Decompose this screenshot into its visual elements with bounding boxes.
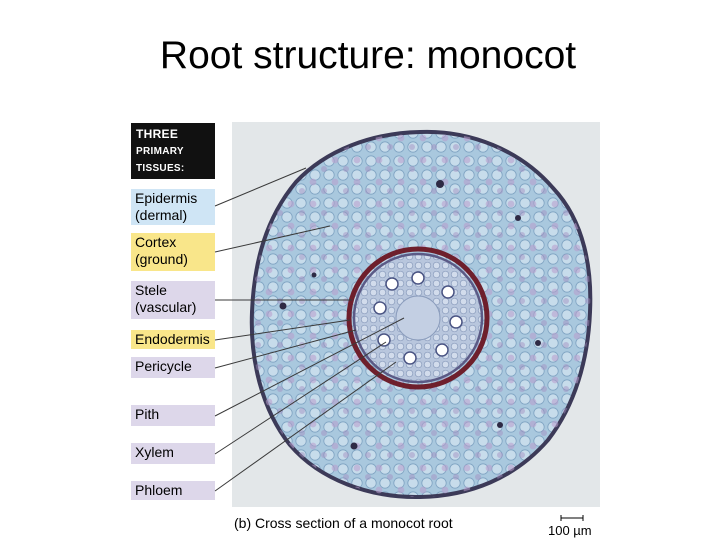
label-endodermis: Endodermis <box>131 330 215 349</box>
endodermis-ring <box>346 246 490 390</box>
header-line-1: THREE <box>136 127 179 141</box>
header-line-2: PRIMARY <box>136 146 184 157</box>
primary-tissues-header: THREE PRIMARY TISSUES: <box>131 123 215 179</box>
slide-title: Root structure: monocot <box>159 34 577 77</box>
label-endodermis-name: Endodermis <box>135 331 210 347</box>
leader-lines <box>214 167 405 492</box>
label-xylem-name: Xylem <box>135 444 174 460</box>
label-epidermis-name: Epidermis <box>135 190 198 206</box>
label-stele: Stele (vascular) <box>131 281 215 319</box>
label-epidermis-type: (dermal) <box>135 207 188 223</box>
label-pericycle: Pericycle <box>131 357 215 378</box>
cortex-dark-cells <box>279 180 541 450</box>
header-line-3: TISSUES: <box>136 163 185 174</box>
label-phloem: Phloem <box>131 481 215 500</box>
label-phloem-name: Phloem <box>135 482 183 498</box>
label-cortex-type: (ground) <box>135 251 188 267</box>
label-pericycle-name: Pericycle <box>135 358 192 374</box>
label-stele-type: (vascular) <box>135 299 197 315</box>
label-pith-name: Pith <box>135 406 160 422</box>
pith-center <box>395 295 441 341</box>
label-cortex: Cortex (ground) <box>131 233 215 271</box>
label-cortex-name: Cortex <box>135 234 177 250</box>
scale-bar <box>560 515 584 521</box>
label-xylem: Xylem <box>131 443 215 464</box>
label-stele-name: Stele <box>135 282 167 298</box>
scale-bar-label: 100 µm <box>548 523 592 538</box>
figure-caption: (b) Cross section of a monocot root <box>234 515 453 531</box>
label-pith: Pith <box>131 405 215 426</box>
label-epidermis: Epidermis (dermal) <box>131 189 215 225</box>
xylem-vessels <box>373 271 463 365</box>
